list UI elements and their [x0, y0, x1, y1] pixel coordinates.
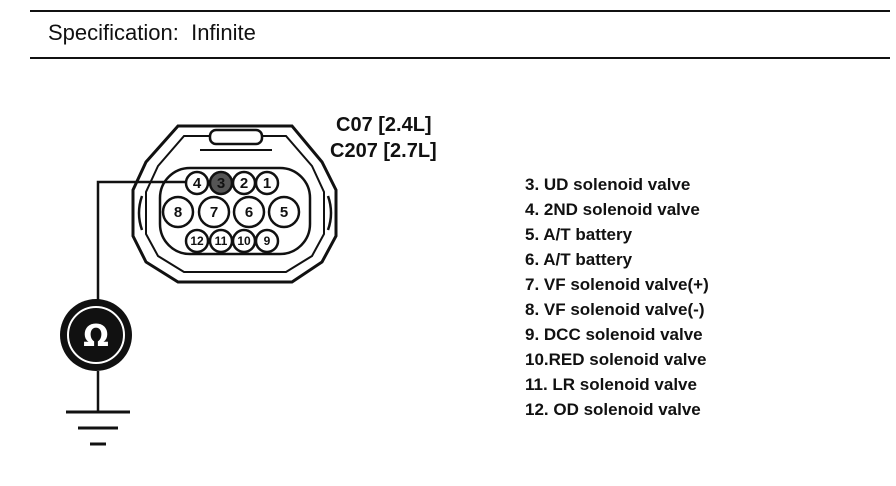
pin-12-cavity: [184, 228, 210, 254]
pin-7-label: 7: [210, 204, 218, 221]
pin-description: 8. VF solenoid valve(-): [525, 300, 705, 319]
pin-description: 11. LR solenoid valve: [525, 375, 697, 394]
ground-symbol-icon: [66, 410, 130, 446]
pin-8-cavity: [161, 195, 195, 229]
pin-4-cavity: [184, 170, 210, 196]
pin-7-cavity: [197, 195, 231, 229]
ohmmeter: Ω: [60, 299, 132, 371]
pin-description: 10.RED solenoid valve: [525, 350, 707, 369]
pin-description: 7. VF solenoid valve(+): [525, 275, 709, 294]
pin-description: 12. OD solenoid valve: [525, 400, 701, 419]
pin-5-label: 5: [280, 204, 288, 221]
pin-5-cavity: [267, 195, 301, 229]
connector-housing: [131, 124, 338, 284]
connector-label-2-4l: C07 [2.4L]: [336, 114, 432, 136]
specification-text: Specification: Infinite: [48, 20, 256, 45]
pin-description: 4. 2ND solenoid valve: [525, 200, 700, 219]
probe-wire: [96, 180, 221, 304]
ohm-symbol: Ω: [83, 319, 109, 354]
pin-description: 9. DCC solenoid valve: [525, 325, 703, 344]
top-rule: [30, 10, 890, 12]
header-rule: [30, 57, 890, 59]
pin-description: 6. A/T battery: [525, 250, 633, 269]
pin-6-label: 6: [245, 204, 253, 221]
pin-12-label: 12: [190, 234, 204, 248]
pin-11-label: 11: [215, 234, 228, 248]
pin-description-list: 3. UD solenoid valve 4. 2ND solenoid val…: [525, 172, 709, 422]
pin-2-label: 2: [240, 175, 248, 192]
pin-1-label: 1: [263, 175, 271, 192]
pin-description: 3. UD solenoid valve: [525, 175, 691, 194]
connector-label-2-7l: C207 [2.7L]: [330, 140, 437, 162]
pin-description: 5. A/T battery: [525, 225, 633, 244]
pin-1-cavity: [254, 170, 280, 196]
pin-8-label: 8: [174, 204, 182, 221]
pin-9-label: 9: [264, 234, 271, 248]
pin-10-label: 10: [237, 234, 251, 248]
pin-6-cavity: [232, 195, 266, 229]
pin-3-label: 3: [217, 175, 225, 192]
pin-9-cavity: [254, 228, 280, 254]
pin-4-label: 4: [193, 175, 202, 192]
